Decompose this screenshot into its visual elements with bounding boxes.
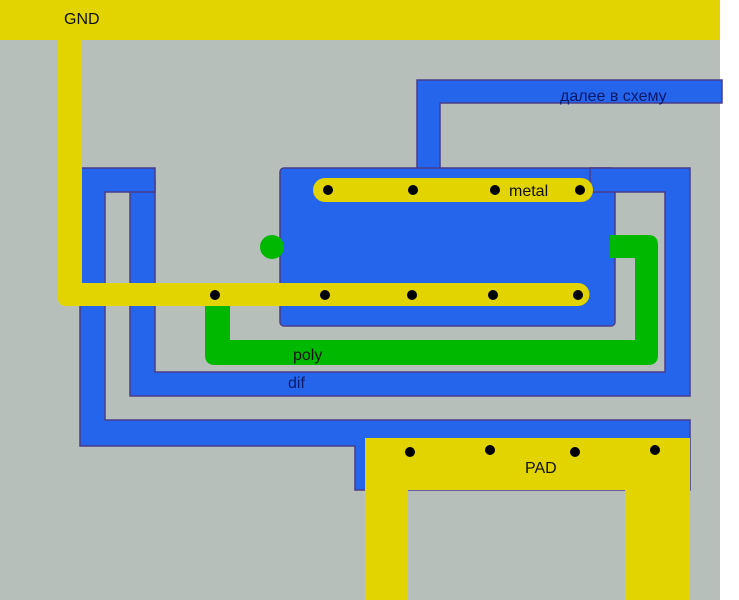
contact-dot (210, 290, 220, 300)
contact-dot (320, 290, 330, 300)
metal-pad (365, 438, 690, 600)
contact-dot (408, 185, 418, 195)
label-poly: poly (293, 347, 322, 364)
contact-dot (405, 447, 415, 457)
contact-dot (488, 290, 498, 300)
contacts (210, 185, 660, 457)
poly-gate-line (205, 235, 658, 365)
poly-left-stub (260, 235, 284, 259)
label-next-stage: далее в схему (560, 88, 667, 105)
contact-dot (323, 185, 333, 195)
poly-layer (205, 235, 658, 365)
label-metal: metal (509, 183, 548, 200)
label-gnd: GND (64, 11, 100, 28)
metal-top-bus (0, 0, 720, 40)
contact-dot (650, 445, 660, 455)
contact-dot (573, 290, 583, 300)
label-dif: dif (288, 375, 305, 392)
contact-dot (407, 290, 417, 300)
contact-dot (490, 185, 500, 195)
label-pad: PAD (525, 460, 557, 477)
contact-dot (575, 185, 585, 195)
contact-dot (485, 445, 495, 455)
contact-dot (570, 447, 580, 457)
metal-drain-strip (313, 178, 593, 202)
metal-layer (0, 0, 720, 600)
